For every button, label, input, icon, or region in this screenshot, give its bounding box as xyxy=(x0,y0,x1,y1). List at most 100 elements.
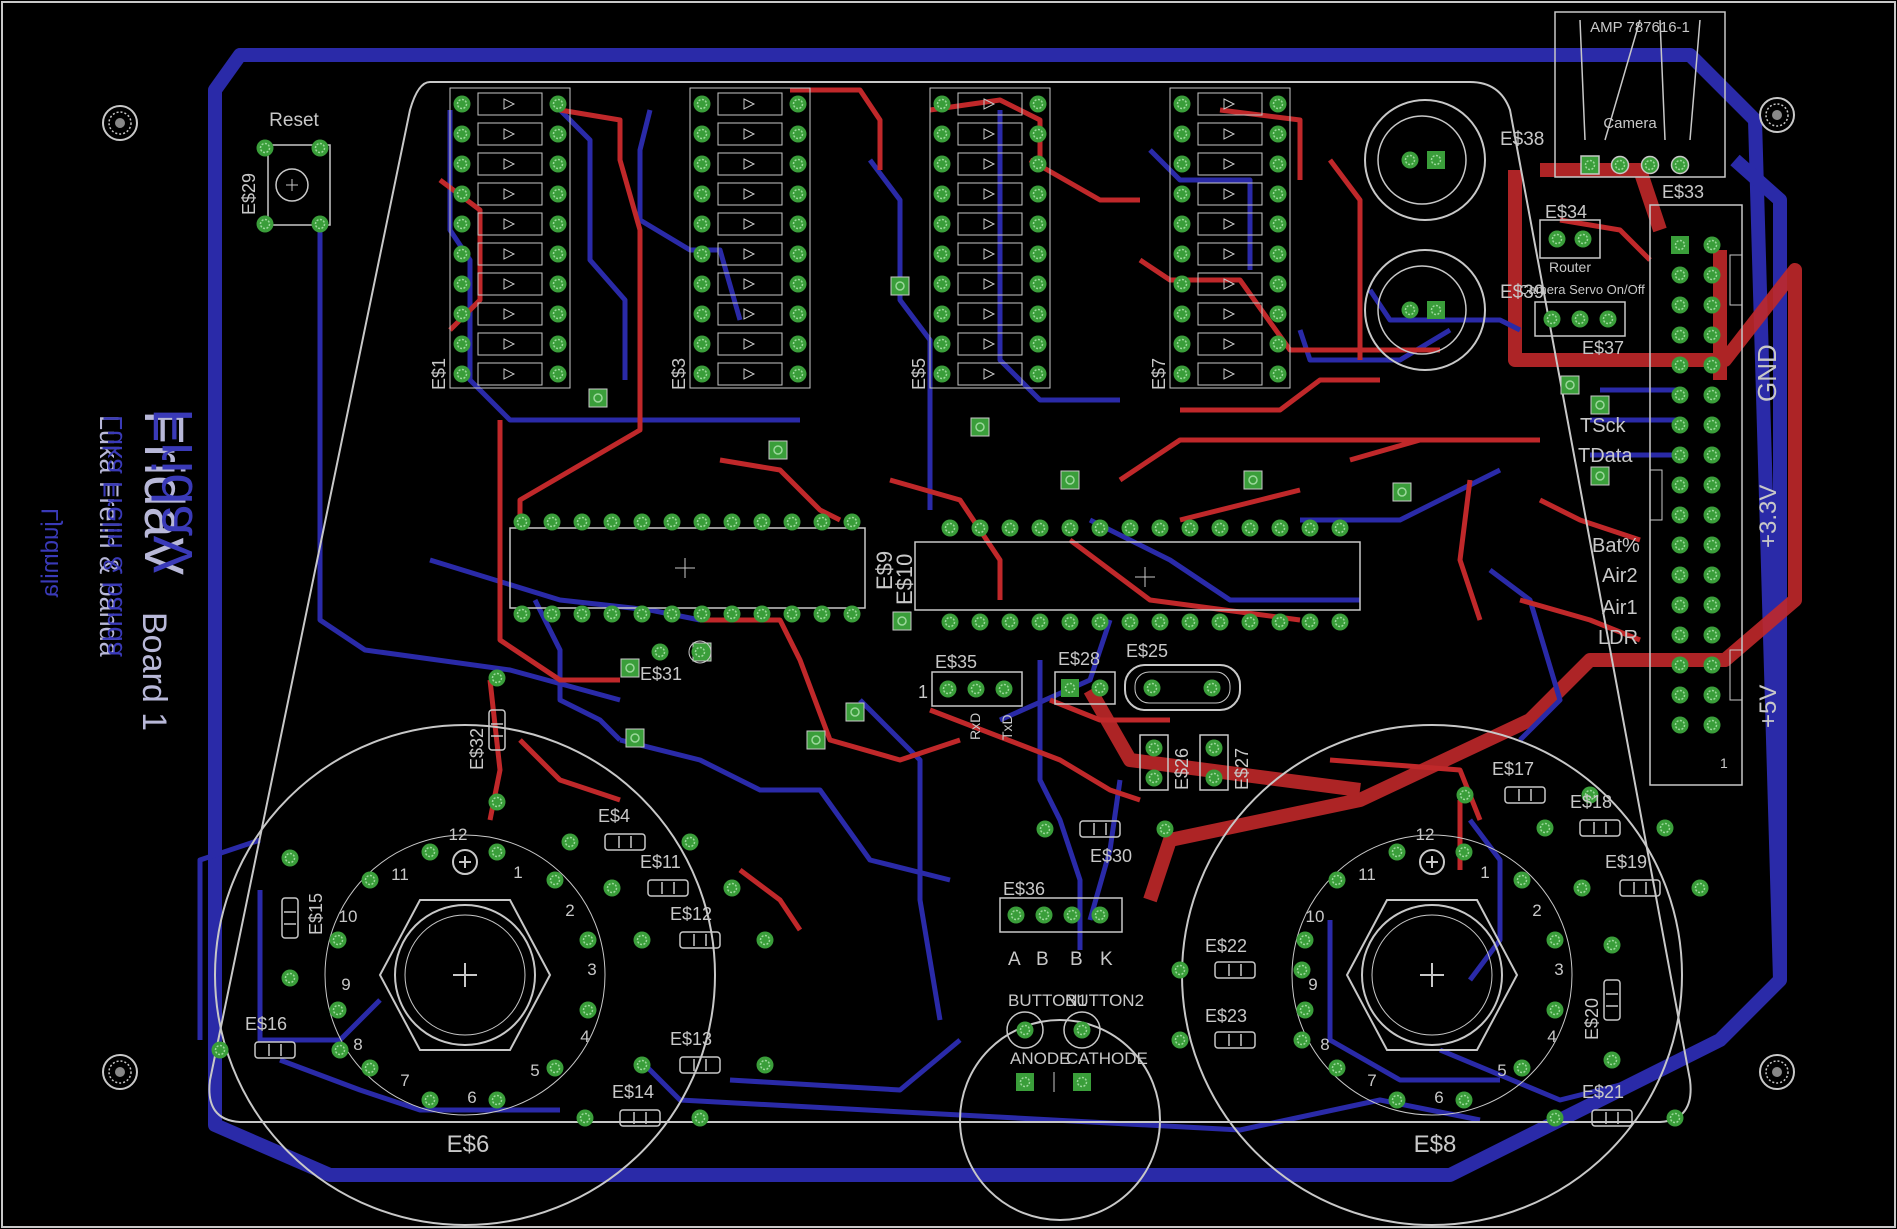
air2-label: Air2 xyxy=(1602,565,1638,587)
capacitor-es28 xyxy=(1054,671,1116,705)
main-header xyxy=(1649,204,1743,786)
router-label: Router xyxy=(1549,259,1591,275)
switch-left-number: 5 xyxy=(530,1061,539,1080)
amp-connector xyxy=(1554,11,1726,178)
es30-label: E$30 xyxy=(1090,846,1132,866)
resistor-es14 xyxy=(619,1109,661,1127)
switch-left-number: 8 xyxy=(353,1035,362,1054)
es12-label: E$12 xyxy=(670,904,712,924)
es35-label: E$35 xyxy=(935,652,977,672)
rotary-switch-es6 xyxy=(214,724,716,1226)
speaker-bottom xyxy=(1377,265,1467,355)
es5-label: E$5 xyxy=(909,358,929,390)
es7-label: E$7 xyxy=(1149,358,1169,390)
switch-left-number: 4 xyxy=(580,1027,589,1046)
es39-label: E$39 xyxy=(1500,282,1544,303)
mount-hole-br xyxy=(1759,1054,1795,1090)
txd-label: TxD xyxy=(999,714,1015,740)
pin-b1-label: B xyxy=(1036,949,1049,970)
bat-label: Bat% xyxy=(1592,535,1640,557)
mcu-es10 xyxy=(914,518,1361,632)
resistor-es21 xyxy=(1591,1109,1633,1127)
es27-label: E$27 xyxy=(1232,748,1252,790)
v5-label: +5V xyxy=(1755,685,1782,728)
es31-label: E$31 xyxy=(640,664,682,684)
mount-hole-tl xyxy=(102,105,138,141)
crystal-es25 xyxy=(1124,664,1241,711)
mount-hole-bl xyxy=(102,1054,138,1090)
mount-hole-tr xyxy=(1759,97,1795,133)
router-header xyxy=(1539,219,1601,259)
anode-label: ANODE xyxy=(1010,1049,1070,1068)
rxd-label: RxD xyxy=(967,713,983,740)
tsck-label: TSck xyxy=(1580,415,1627,437)
switch-left-number: 3 xyxy=(587,960,596,979)
button2-label: BUTTON2 xyxy=(1065,991,1144,1010)
es18-label: E$18 xyxy=(1570,792,1612,812)
es11-label: E$11 xyxy=(640,852,681,872)
capacitor-es27 xyxy=(1199,734,1229,791)
resistor-es23 xyxy=(1214,1031,1256,1049)
pin-b2-label: B xyxy=(1070,949,1083,970)
ldr-label: LDR xyxy=(1598,627,1638,649)
pin-k-label: K xyxy=(1100,949,1113,970)
camera-servo-header xyxy=(1534,301,1626,337)
es14-label: E$14 xyxy=(612,1082,654,1102)
header-pin1-label: 1 xyxy=(1720,755,1728,771)
reset-label: Reset xyxy=(269,110,319,131)
air1-label: Air1 xyxy=(1602,597,1638,619)
switch-right-number: 5 xyxy=(1497,1061,1506,1080)
resistor-es18 xyxy=(1579,819,1621,837)
es4-label: E$4 xyxy=(598,806,630,826)
es28-label: E$28 xyxy=(1058,649,1100,669)
es23-label: E$23 xyxy=(1205,1006,1247,1026)
enclosure-outline xyxy=(208,81,1692,1221)
switch-right-number: 7 xyxy=(1367,1071,1376,1090)
board-credit: Ljudmila xyxy=(37,508,64,598)
v33-label: +3.3V xyxy=(1755,485,1782,548)
switch-left-number: 12 xyxy=(449,825,468,844)
board-authors-mirror: Luka Frelin & banda xyxy=(98,415,128,658)
pin-a-label: A xyxy=(1008,949,1021,970)
opto-array-es7 xyxy=(1169,87,1291,389)
es19-label: E$19 xyxy=(1605,852,1647,872)
resistor-es20 xyxy=(1603,979,1621,1021)
bottom-traces xyxy=(197,108,1680,1133)
resistor-es4 xyxy=(604,833,646,851)
es36-label: E$36 xyxy=(1003,879,1045,899)
es21-label: E$21 xyxy=(1582,1082,1624,1102)
es9-label: E$9 xyxy=(872,551,897,590)
board-subtitle: Board 1 xyxy=(135,612,173,731)
switch-right-number: 12 xyxy=(1416,825,1435,844)
es1-label: E$1 xyxy=(429,358,449,390)
es37-label: E$37 xyxy=(1582,338,1624,358)
es26-label: E$26 xyxy=(1172,748,1192,790)
tdata-label: TData xyxy=(1578,445,1633,467)
button-led-cluster xyxy=(1006,1011,1101,1092)
mcu-es9 xyxy=(509,512,866,624)
cathode-label: CATHODE xyxy=(1066,1049,1148,1068)
es8-label: E$8 xyxy=(1414,1131,1457,1158)
switch-right-number: 6 xyxy=(1434,1088,1443,1107)
rotary-switch-es8-numbers: 12 1 2 3 4 5 6 7 8 9 10 11 xyxy=(1306,825,1564,1107)
resistor-es11 xyxy=(647,879,689,897)
switch-right-number: 9 xyxy=(1308,975,1317,994)
switch-right-number: 1 xyxy=(1480,863,1489,882)
switch-left-number: 10 xyxy=(339,907,358,926)
es32-label: E$32 xyxy=(467,728,487,770)
es6-label: E$6 xyxy=(447,1131,490,1158)
amp-label: AMP 787616-1 xyxy=(1590,19,1690,36)
top-traces xyxy=(438,87,1652,932)
serial-header-es35 xyxy=(931,671,1023,707)
opto-array-es5 xyxy=(929,87,1051,389)
gnd-label: GND xyxy=(1752,344,1782,402)
resistor-es16 xyxy=(254,1041,296,1059)
es3-label: E$3 xyxy=(669,358,689,390)
switch-left-number: 2 xyxy=(565,901,574,920)
resistor-es22 xyxy=(1214,961,1256,979)
es16-label: E$16 xyxy=(245,1014,287,1034)
board-title: FridaV xyxy=(133,410,196,576)
es15-label: E$15 xyxy=(306,893,326,935)
rotary-switch-es6-numbers: 12 1 2 3 4 5 6 7 8 9 10 11 xyxy=(339,825,597,1107)
